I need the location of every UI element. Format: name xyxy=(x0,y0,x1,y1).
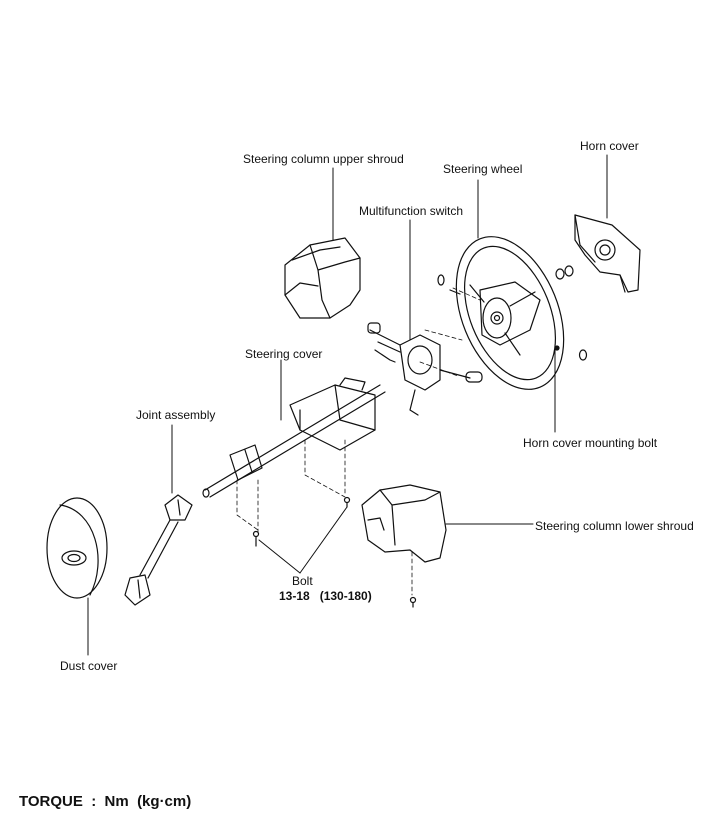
label-joint-assembly: Joint assembly xyxy=(136,408,216,422)
label-upper-shroud: Steering column upper shroud xyxy=(243,152,404,166)
joint-assembly-drawing xyxy=(124,494,193,606)
torque-legend: TORQUE : Nm (kg·cm) xyxy=(19,793,192,810)
label-lower-shroud: Steering column lower shroud xyxy=(535,519,694,533)
upper-shroud-drawing xyxy=(284,237,361,319)
dust-cover-drawing xyxy=(46,497,108,599)
label-steering-cover: Steering cover xyxy=(245,347,323,361)
label-bolt-torque: 13-18 (130-180) xyxy=(279,589,372,603)
multifunction-switch-drawing xyxy=(367,322,483,416)
leader-lines xyxy=(87,154,608,656)
steering-column-drawing xyxy=(202,377,386,498)
horn-nuts-drawing xyxy=(437,265,588,361)
dashed-guides xyxy=(236,287,481,596)
label-horn-cover-bolt: Horn cover mounting bolt xyxy=(523,436,658,450)
label-bolt: Bolt xyxy=(292,574,313,588)
lower-shroud-drawing xyxy=(361,484,447,563)
label-steering-wheel: Steering wheel xyxy=(443,162,523,176)
label-horn-cover: Horn cover xyxy=(580,139,639,153)
steering-wheel-drawing xyxy=(455,236,565,390)
label-multifunction-switch: Multifunction switch xyxy=(359,204,464,218)
bolts-drawing xyxy=(252,496,417,608)
horn-cover-drawing xyxy=(574,214,641,293)
label-dust-cover: Dust cover xyxy=(60,659,118,673)
